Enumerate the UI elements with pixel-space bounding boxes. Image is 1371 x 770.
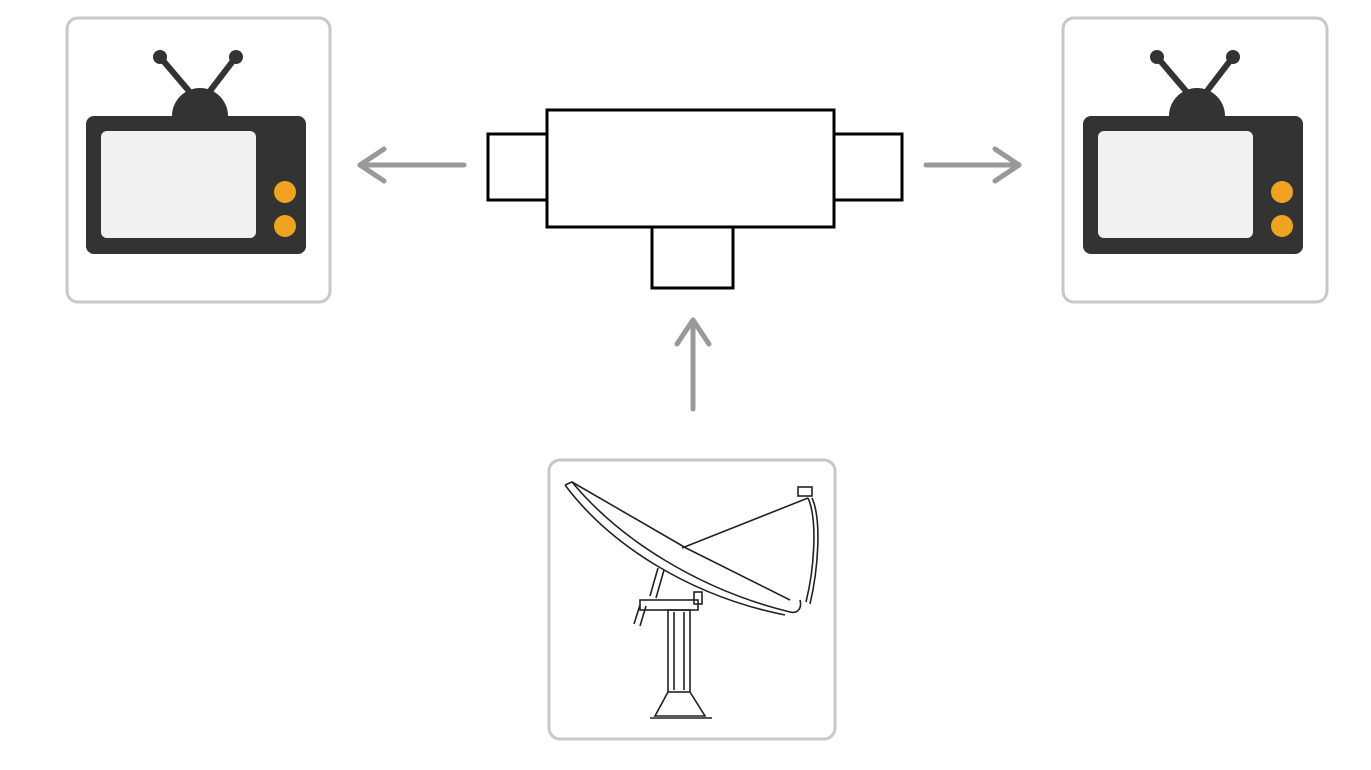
tv-left-card (65, 16, 332, 304)
splitter-icon (486, 108, 904, 290)
arrow-right-icon (923, 146, 1022, 184)
splitter-right-port (832, 132, 904, 202)
satellite-dish-card (547, 458, 837, 741)
arrow-up-icon (674, 317, 712, 412)
arrow-left-icon (357, 146, 467, 184)
splitter-left-port (486, 132, 549, 202)
tv-right-card (1061, 16, 1329, 304)
splitter-body (545, 108, 836, 229)
splitter-input-port (650, 225, 735, 290)
satellite-dish-icon (564, 481, 819, 719)
